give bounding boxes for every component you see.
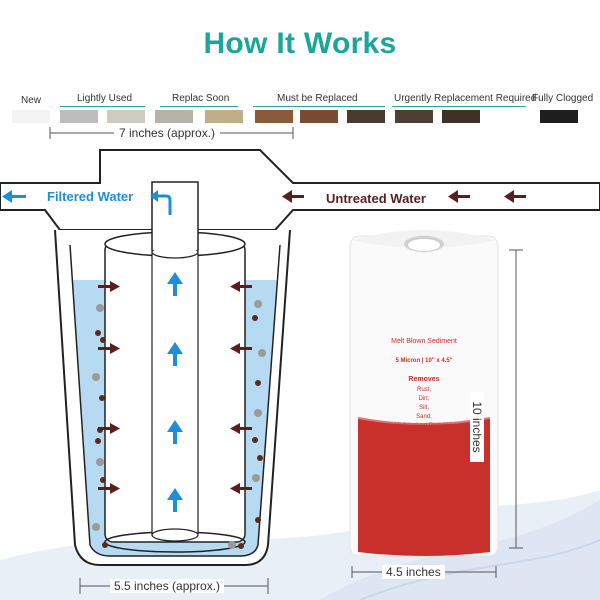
- removes-item: Sand,: [416, 414, 432, 420]
- stage-swatch: [300, 110, 338, 123]
- center-tube: [151, 249, 199, 536]
- stage-label-must-replace: Must be Replaced: [277, 93, 358, 104]
- stage-label-lightly-used: Lightly Used: [77, 93, 133, 104]
- top-width-label: 7 inches (approx.): [114, 126, 221, 140]
- label-removes-list: Rust, Dirt, Silt, Sand, Undissolved Particle…: [372, 386, 476, 431]
- untreated-water-arrows: [282, 190, 526, 203]
- outlet-tube: [151, 181, 199, 250]
- sediment-particles: [92, 300, 266, 549]
- stage-swatch: [347, 110, 385, 123]
- housing-cap: [0, 149, 600, 231]
- filtered-water-label: Filtered Water: [47, 189, 134, 204]
- stage-swatch: [12, 110, 50, 123]
- label-spec: 5 Micron | 10" x 4.5": [395, 358, 453, 364]
- center-tube-bottom: [151, 528, 199, 542]
- stage-label-urgent: Urgently Replacement Required: [394, 93, 537, 104]
- removes-item: Rust,: [416, 387, 431, 393]
- stage-underline: [60, 106, 145, 107]
- untreated-water-label: Untreated Water: [326, 191, 426, 206]
- stage-swatch: [540, 110, 578, 123]
- stage-underline: [253, 106, 385, 107]
- removes-item: Silt,: [418, 405, 429, 411]
- label-removes-title: Removes: [408, 376, 440, 383]
- stage-swatch: [107, 110, 145, 123]
- stage-swatch: [60, 110, 98, 123]
- stage-swatch: [205, 110, 243, 123]
- stage-label-replace-soon: Replac Soon: [172, 93, 230, 104]
- stage-underline: [160, 106, 238, 107]
- page-title: How It Works: [203, 27, 397, 60]
- stage-swatch: [395, 110, 433, 123]
- stage-swatch: [155, 110, 193, 123]
- bottom-width-label: 5.5 inches (approx.): [110, 579, 225, 593]
- stage-label-clogged: Fully Clogged: [532, 93, 594, 104]
- upflow-arrows: [167, 272, 183, 512]
- inflow-arrows: [98, 281, 252, 494]
- stage-label-new: New: [21, 95, 42, 106]
- stage-underline: [392, 106, 526, 107]
- stage-swatch: [255, 110, 293, 123]
- stage-swatch: [442, 110, 480, 123]
- removes-item: Dirt,: [418, 396, 430, 402]
- inner-bowl-outline: [69, 244, 281, 557]
- label-product-name: Melt Blown Sediment: [391, 338, 457, 345]
- filtered-water-arrow: [2, 190, 172, 215]
- removes-item: Undissolved Particles.: [394, 423, 454, 429]
- product-cartridge: [349, 230, 499, 557]
- cartridge-width-label: 4.5 inches: [382, 565, 445, 579]
